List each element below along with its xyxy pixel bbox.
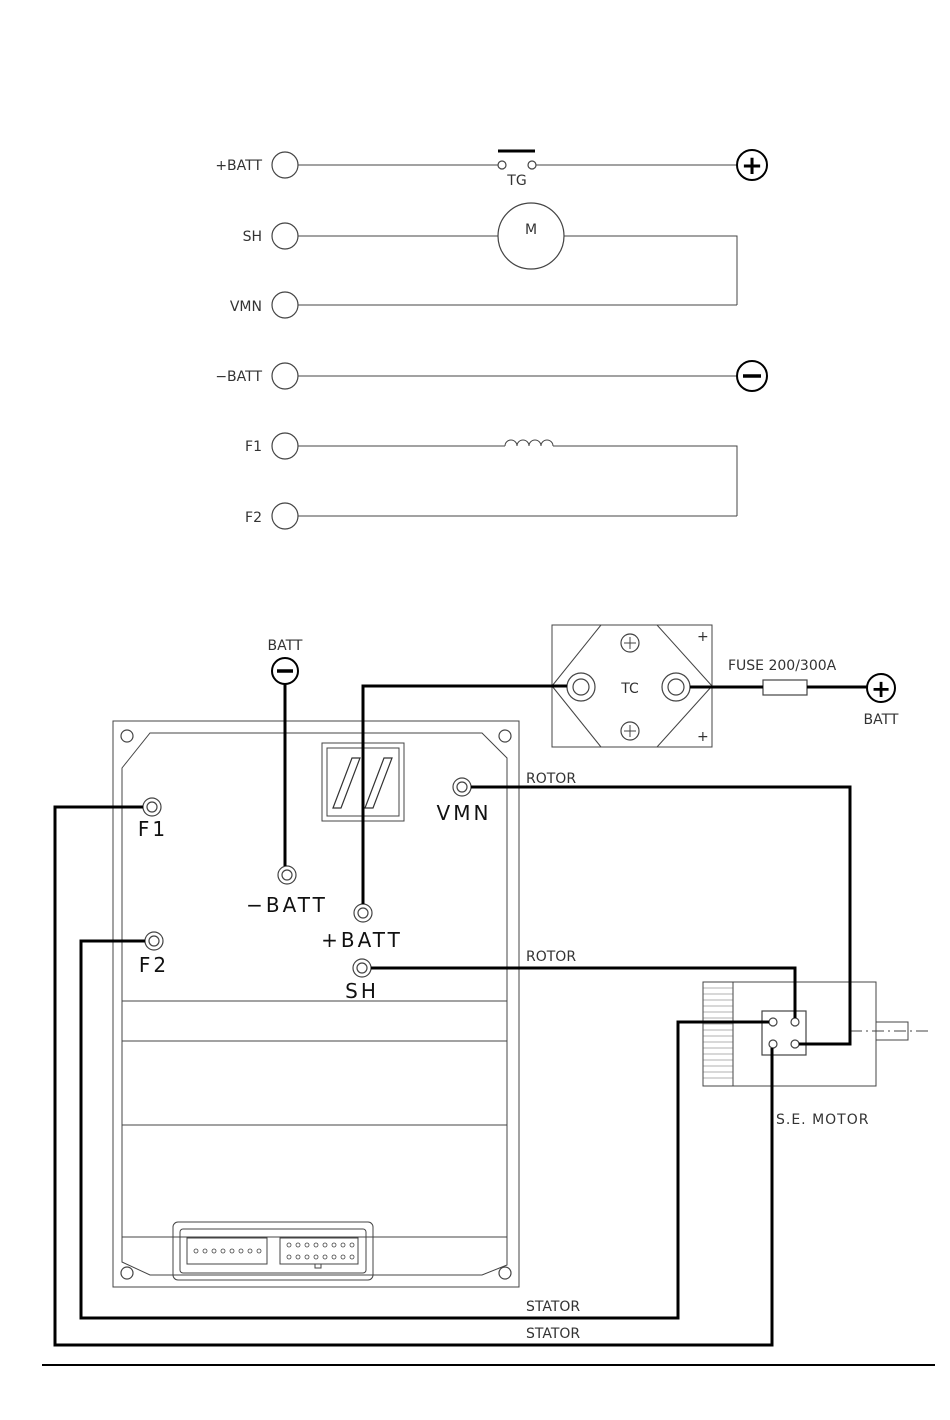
- motor-commutator: [703, 982, 733, 1086]
- mounting-hole-icon: [499, 1267, 511, 1279]
- wire-rotor-vmn: [471, 787, 850, 1044]
- wire-stator-f2: [81, 941, 769, 1318]
- connector-housing-inner: [180, 1229, 366, 1273]
- fuse-label: FUSE 200/300A: [728, 658, 837, 674]
- mounting-hole-icon: [499, 730, 511, 742]
- schematic-row-sh: SH M: [243, 203, 737, 305]
- motor-terminal: [769, 1018, 777, 1026]
- stator-label-top: STATOR: [526, 1299, 580, 1315]
- wire: [553, 446, 737, 516]
- terminal-label-neg-batt: −BATT: [215, 369, 262, 385]
- terminal-pos-batt: +BATT: [321, 904, 403, 952]
- terminal-label-sh: SH: [243, 229, 262, 245]
- motor-terminal-block: [762, 1011, 806, 1055]
- terminal-sh-label: SH: [345, 979, 379, 1003]
- terminal-nut-icon: [668, 679, 684, 695]
- connector-key: [315, 1264, 321, 1268]
- wire: [564, 236, 737, 305]
- stator-label-bottom: STATOR: [526, 1326, 580, 1342]
- terminal-neg-batt: −BATT: [246, 866, 328, 917]
- terminal-nut-icon: [573, 679, 589, 695]
- batt-pos-label: BATT: [864, 712, 899, 728]
- schematic-row-pos-batt: +BATT TG +: [215, 150, 767, 189]
- motor-terminal: [791, 1018, 799, 1026]
- schematic-row-neg-batt: −BATT: [215, 361, 767, 391]
- terminal-vmn: [272, 292, 298, 318]
- connector-right: [280, 1238, 358, 1264]
- mounting-hole-icon: [121, 730, 133, 742]
- motor-terminal: [791, 1040, 799, 1048]
- rotor-label-top: ROTOR: [526, 771, 576, 787]
- wire-stator-f1: [55, 807, 772, 1345]
- fuse-icon: [763, 680, 807, 695]
- wiring: BATT + + TC FUSE: [42, 625, 935, 1365]
- terminal-f1: [272, 433, 298, 459]
- terminal-vmn-label: VMN: [437, 801, 492, 825]
- fuse: FUSE 200/300A: [728, 658, 837, 695]
- terminal-sh: [272, 223, 298, 249]
- schematic: +BATT TG + SH M VMN −BATT: [215, 150, 767, 529]
- connector-left: [187, 1238, 267, 1264]
- rotor-label-bottom: ROTOR: [526, 949, 576, 965]
- wire-labels: ROTOR ROTOR STATOR STATOR: [526, 771, 580, 1342]
- field-coil-icon: [505, 440, 553, 446]
- contact-point: [528, 161, 536, 169]
- terminal-pos-batt-label: +BATT: [321, 928, 403, 952]
- mounting-hole-icon: [121, 1267, 133, 1279]
- contactor-tc: + + TC: [552, 625, 712, 747]
- schematic-row-vmn: VMN: [230, 292, 737, 318]
- terminal-pos-batt: [272, 152, 298, 178]
- motor-label: S.E. MOTOR: [776, 1112, 869, 1128]
- se-motor: S.E. MOTOR: [703, 982, 930, 1128]
- wire-rotor-sh: [371, 968, 795, 1018]
- terminal-neg-batt: [272, 363, 298, 389]
- contactor-label: TG: [506, 173, 526, 189]
- battery-positive: + BATT: [864, 674, 899, 728]
- plus-symbol: +: [871, 675, 891, 703]
- terminal-label-f2: F2: [245, 510, 262, 526]
- terminal-label-f1: F1: [245, 439, 262, 455]
- schematic-row-f1: F1: [245, 433, 737, 516]
- terminal-f1: F1: [138, 798, 168, 841]
- terminal-neg-batt-label: −BATT: [246, 893, 328, 917]
- terminal-f2: F2: [139, 932, 169, 977]
- commutator-hatch: [703, 988, 733, 1078]
- terminal-vmn: VMN: [437, 778, 492, 825]
- batt-neg-label: BATT: [268, 638, 303, 654]
- contactor-plus-bottom: +: [697, 729, 709, 745]
- terminal-f2-label: F2: [139, 953, 169, 977]
- contactor-plus-top: +: [697, 629, 709, 645]
- motor-label: M: [525, 222, 537, 238]
- motor-terminal: [769, 1040, 777, 1048]
- schematic-row-f2: F2: [245, 503, 737, 529]
- terminal-label-pos-batt: +BATT: [215, 158, 262, 174]
- connector-pins: [194, 1243, 354, 1259]
- terminal-label-vmn: VMN: [230, 299, 262, 315]
- contact-point: [498, 161, 506, 169]
- terminal-f1-label: F1: [138, 817, 168, 841]
- terminal-sh: SH: [345, 959, 379, 1003]
- contactor-label: TC: [620, 681, 639, 697]
- plus-symbol: +: [741, 151, 763, 181]
- terminal-f2: [272, 503, 298, 529]
- battery-negative: BATT: [268, 638, 303, 684]
